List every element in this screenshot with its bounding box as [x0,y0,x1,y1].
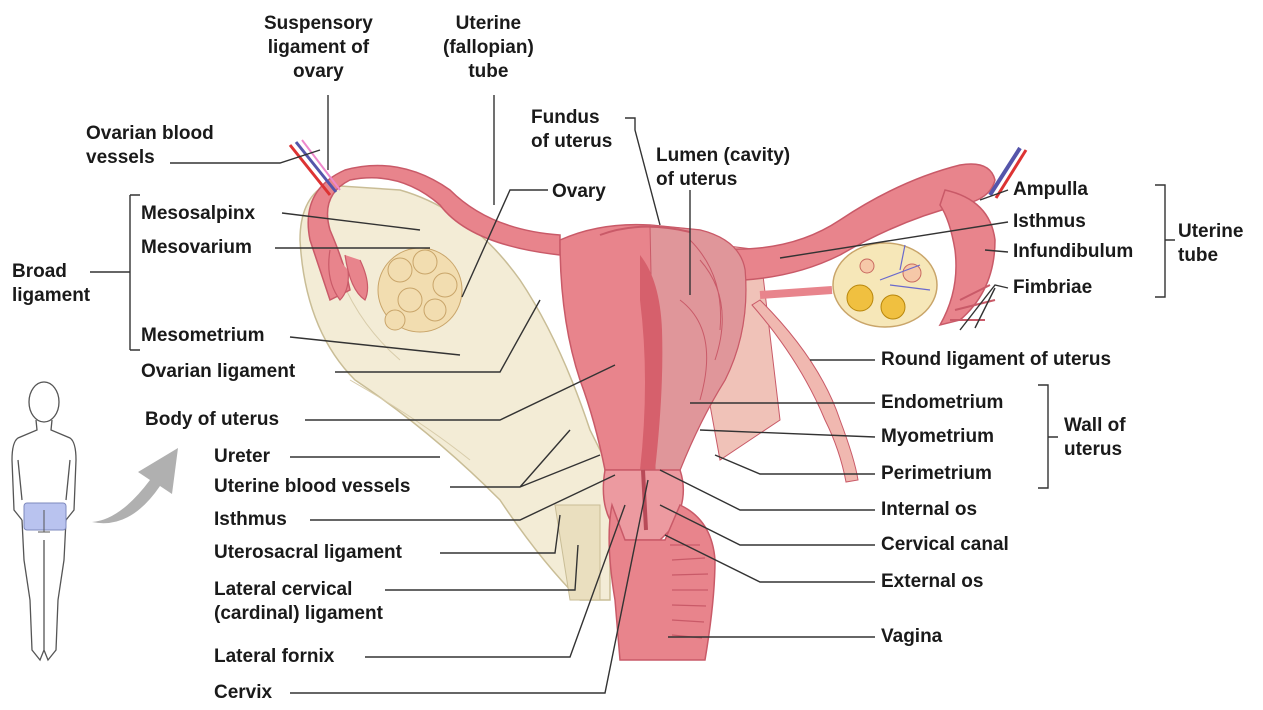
label-isthmus-right: Isthmus [1013,210,1086,234]
label-lateral-fornix: Lateral fornix [214,645,334,669]
label-fimbriae: Fimbriae [1013,276,1092,300]
label-cervix: Cervix [214,681,272,705]
label-mesometrium: Mesometrium [141,324,265,348]
label-ampulla: Ampulla [1013,178,1088,202]
label-ureter: Ureter [214,445,270,469]
label-mesovarium: Mesovarium [141,236,252,260]
label-ovary: Ovary [552,180,606,204]
label-isthmus-left: Isthmus [214,508,287,532]
pelvic-region-highlight [24,503,66,530]
label-internal-os: Internal os [881,498,977,522]
label-round-ligament: Round ligament of uterus [881,348,1111,372]
label-lumen-of-uterus: Lumen (cavity)of uterus [656,144,790,192]
label-ovarian-ligament: Ovarian ligament [141,360,295,384]
label-vagina: Vagina [881,625,942,649]
label-infundibulum: Infundibulum [1013,240,1133,264]
label-cervical-canal: Cervical canal [881,533,1009,557]
label-body-of-uterus: Body of uterus [145,408,279,432]
label-uterosacral-ligament: Uterosacral ligament [214,541,402,565]
right-ovary [833,243,937,327]
label-mesosalpinx: Mesosalpinx [141,202,255,226]
zoom-arrow-icon [92,448,178,523]
label-endometrium: Endometrium [881,391,1003,415]
label-external-os: External os [881,570,983,594]
label-lateral-cervical-ligament: Lateral cervical(cardinal) ligament [214,578,383,626]
label-uterine-fallopian-tube: Uterine(fallopian)tube [443,12,534,84]
label-myometrium: Myometrium [881,425,994,449]
label-perimetrium: Perimetrium [881,462,992,486]
label-uterine-blood-vessels: Uterine blood vessels [214,475,410,499]
left-ovary [378,248,462,332]
